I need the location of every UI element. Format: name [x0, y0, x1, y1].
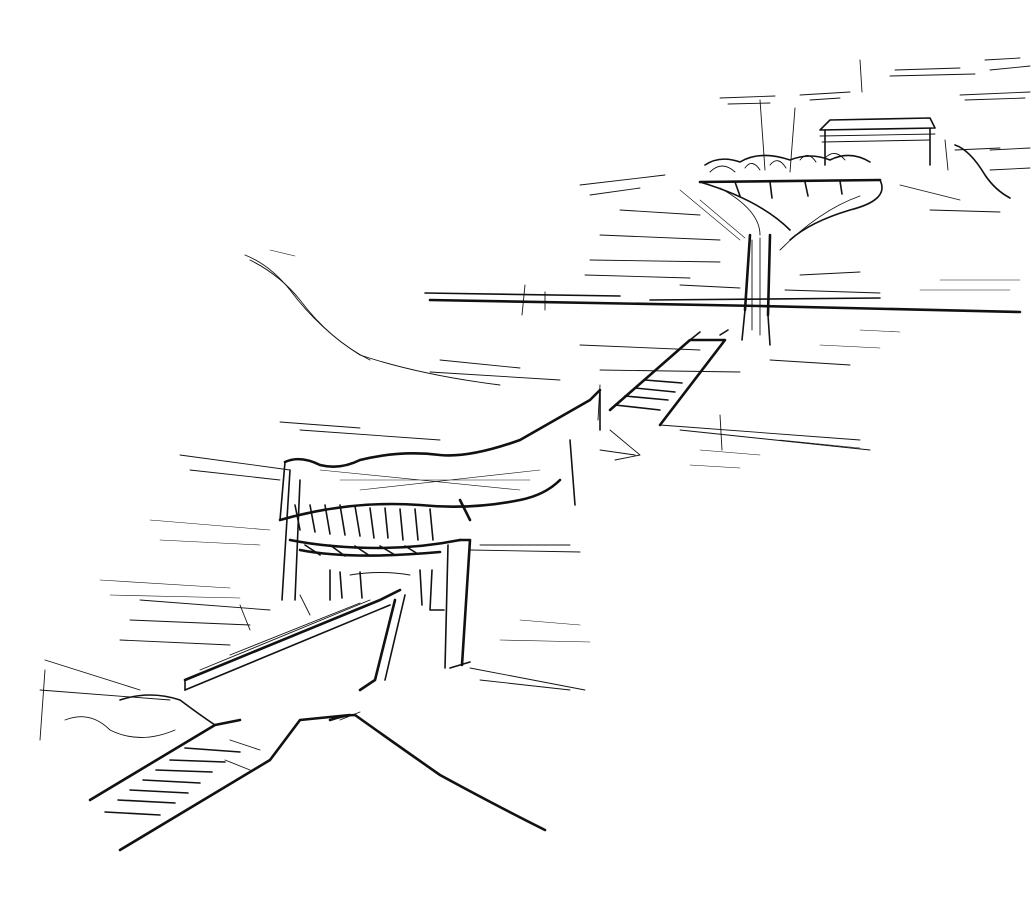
left-terrain-curve: [244, 249, 561, 386]
upper-stair-ramp: [597, 329, 871, 451]
hatching-marks: [99, 279, 1021, 643]
distant-building: [719, 57, 1031, 199]
lower-ramp: [119, 588, 586, 692]
middle-pavilion: [179, 388, 641, 669]
upper-ground-lines: [424, 174, 1022, 373]
foreground-contour: [328, 711, 547, 832]
tree-column-canopy: [679, 153, 883, 346]
lower-stair: [39, 659, 352, 852]
